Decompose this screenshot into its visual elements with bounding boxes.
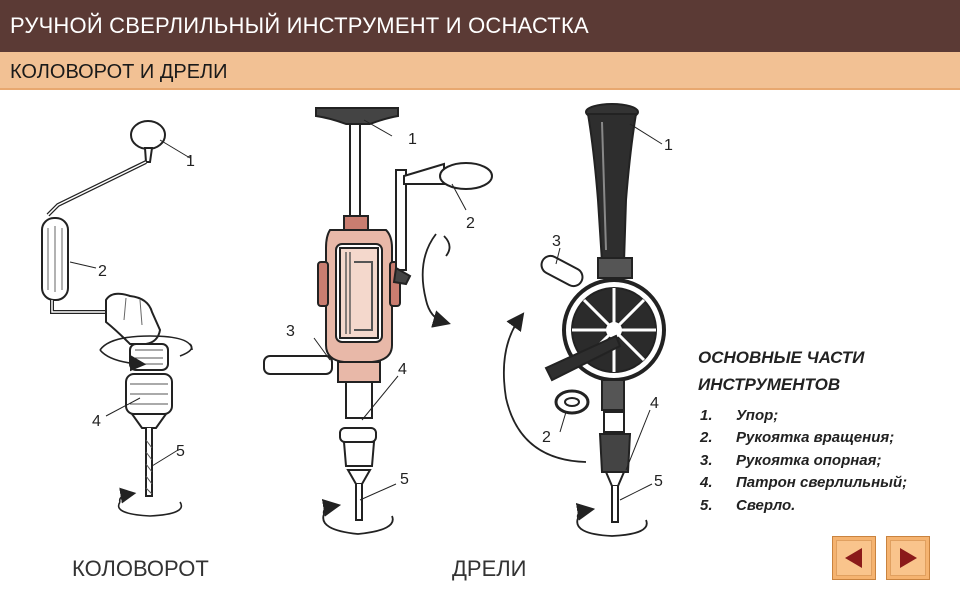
triangle-left-icon — [845, 548, 862, 568]
drill1-drawing — [263, 107, 493, 521]
next-button-face — [890, 540, 926, 576]
list-item: 2. Рукоятка вращения; — [700, 427, 958, 450]
brace-labels: 1 2 4 5 — [92, 153, 195, 460]
item-number: 4. — [700, 474, 713, 492]
list-item: 5. Сверло. — [700, 494, 958, 517]
drill1-arrows — [313, 119, 467, 535]
brace-label-2: 2 — [98, 263, 107, 280]
item-label: Рукоятка вращения; — [736, 429, 895, 447]
parts-heading-line1: ОСНОВНЫЕ ЧАСТИ — [698, 348, 865, 367]
parts-list: 1. Упор; 2. Рукоятка вращения; 3. Рукоятка … — [700, 404, 958, 517]
item-number: 2. — [700, 429, 713, 447]
item-label: Упор; — [736, 406, 779, 424]
brace-label-4: 4 — [92, 413, 101, 430]
list-item: 4. Патрон сверлильный; — [700, 472, 958, 495]
drill2-arrows — [503, 123, 663, 537]
brace-caption: КОЛОВОРОТ — [72, 556, 209, 581]
item-label: Патрон сверлильный; — [736, 474, 908, 492]
parts-heading-line2: ИНСТРУМЕНТОВ — [698, 375, 841, 394]
list-item: 3. Рукоятка опорная; — [700, 449, 958, 472]
drills-caption: ДРЕЛИ — [452, 556, 527, 581]
item-label: Рукоятка опорная; — [736, 451, 882, 469]
drill1-label-2: 2 — [466, 215, 475, 232]
item-number: 1. — [700, 406, 713, 424]
drill1-label-4: 4 — [398, 361, 407, 378]
brace-label-1: 1 — [186, 153, 195, 170]
list-item: 1. Упор; — [700, 404, 958, 427]
page-title: РУЧНОЙ СВЕРЛИЛЬНЫЙ ИНСТРУМЕНТ И ОСНАСТКА — [0, 0, 960, 52]
tools-illustration: 1 2 4 5 1 — [41, 103, 673, 537]
drill1-label-3: 3 — [286, 323, 295, 340]
drill2-label-2: 2 — [542, 429, 551, 446]
drill1-label-5: 5 — [400, 471, 409, 488]
drill1-labels: 1 2 3 4 5 — [286, 131, 475, 488]
drill1-label-1: 1 — [408, 131, 417, 148]
drill2-label-5: 5 — [654, 473, 663, 490]
parts-heading: ОСНОВНЫЕ ЧАСТИ ИНСТРУМЕНТОВ — [698, 344, 948, 398]
drill2-drawing — [540, 103, 666, 523]
drill2-labels: 1 2 3 4 5 — [542, 137, 673, 490]
section-subtitle: КОЛОВОРОТ И ДРЕЛИ — [0, 52, 960, 90]
drill2-label-4: 4 — [650, 395, 659, 412]
triangle-right-icon — [900, 548, 917, 568]
drill2-label-3: 3 — [552, 233, 561, 250]
item-number: 3. — [700, 451, 713, 469]
brace-drawing — [41, 120, 193, 517]
brace-label-5: 5 — [176, 443, 185, 460]
drill2-label-1: 1 — [664, 137, 673, 154]
next-slide-button[interactable] — [886, 536, 930, 580]
prev-button-face — [836, 540, 872, 576]
item-number: 5. — [700, 496, 713, 514]
item-label: Сверло. — [736, 496, 796, 514]
prev-slide-button[interactable] — [832, 536, 876, 580]
